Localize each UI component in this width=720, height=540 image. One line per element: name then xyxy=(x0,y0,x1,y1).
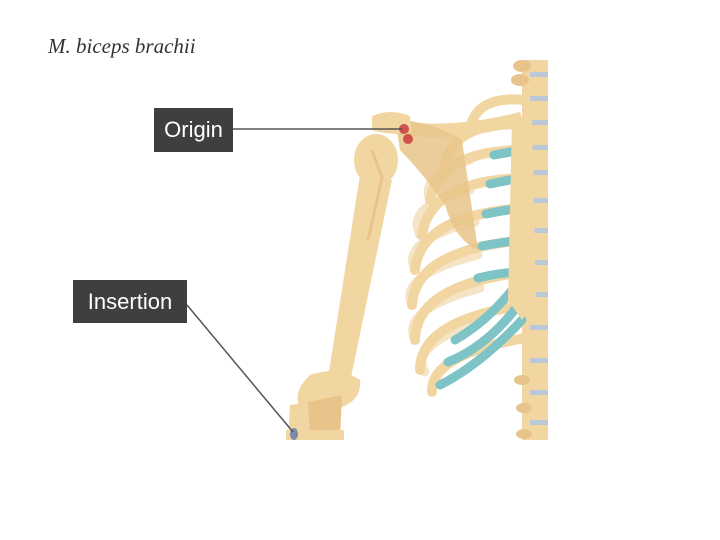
scapula xyxy=(395,118,478,250)
insertion-leader-line xyxy=(186,304,294,433)
forearm-bones xyxy=(286,395,344,440)
slide-title: M. biceps brachii xyxy=(48,34,196,58)
origin-markers xyxy=(399,124,413,144)
sternum xyxy=(508,120,536,320)
humerus xyxy=(297,134,398,408)
origin-label: Origin xyxy=(154,108,233,152)
vertebral-column xyxy=(511,60,548,440)
insertion-label: Insertion xyxy=(73,280,187,323)
